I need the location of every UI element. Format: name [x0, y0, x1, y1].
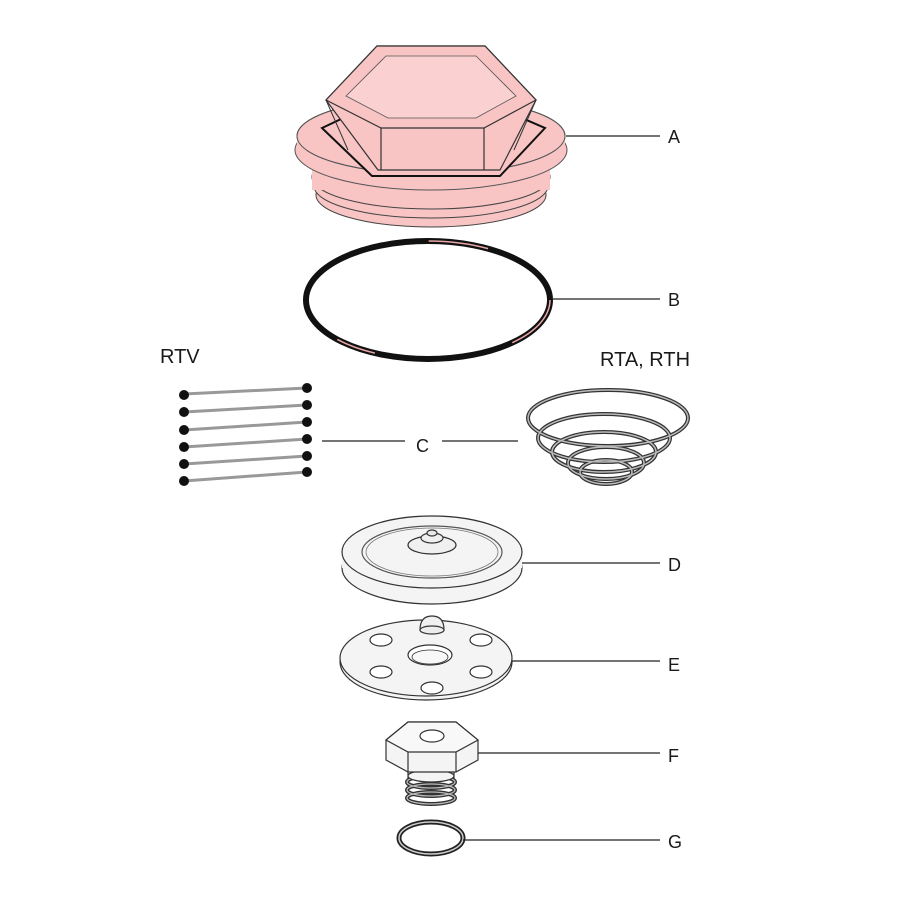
part-c-rtv-pins — [179, 383, 312, 486]
part-c-conical-spring — [526, 388, 690, 486]
part-b-o-ring — [303, 238, 553, 362]
label-a: A — [668, 127, 680, 147]
part-g-small-ring — [396, 819, 466, 857]
part-e-support-plate — [339, 615, 513, 701]
label-g: G — [668, 832, 682, 852]
header-rta-rth: RTA, RTH — [600, 349, 690, 371]
part-f-hex-valve — [384, 721, 480, 806]
label-b: B — [668, 290, 680, 310]
label-f: F — [668, 746, 679, 766]
label-e: E — [668, 655, 680, 675]
part-a-hex-cap — [294, 45, 568, 228]
label-c: C — [416, 436, 429, 456]
label-d: D — [668, 555, 681, 575]
part-d-diaphragm — [341, 515, 523, 605]
header-rtv: RTV — [160, 346, 200, 368]
